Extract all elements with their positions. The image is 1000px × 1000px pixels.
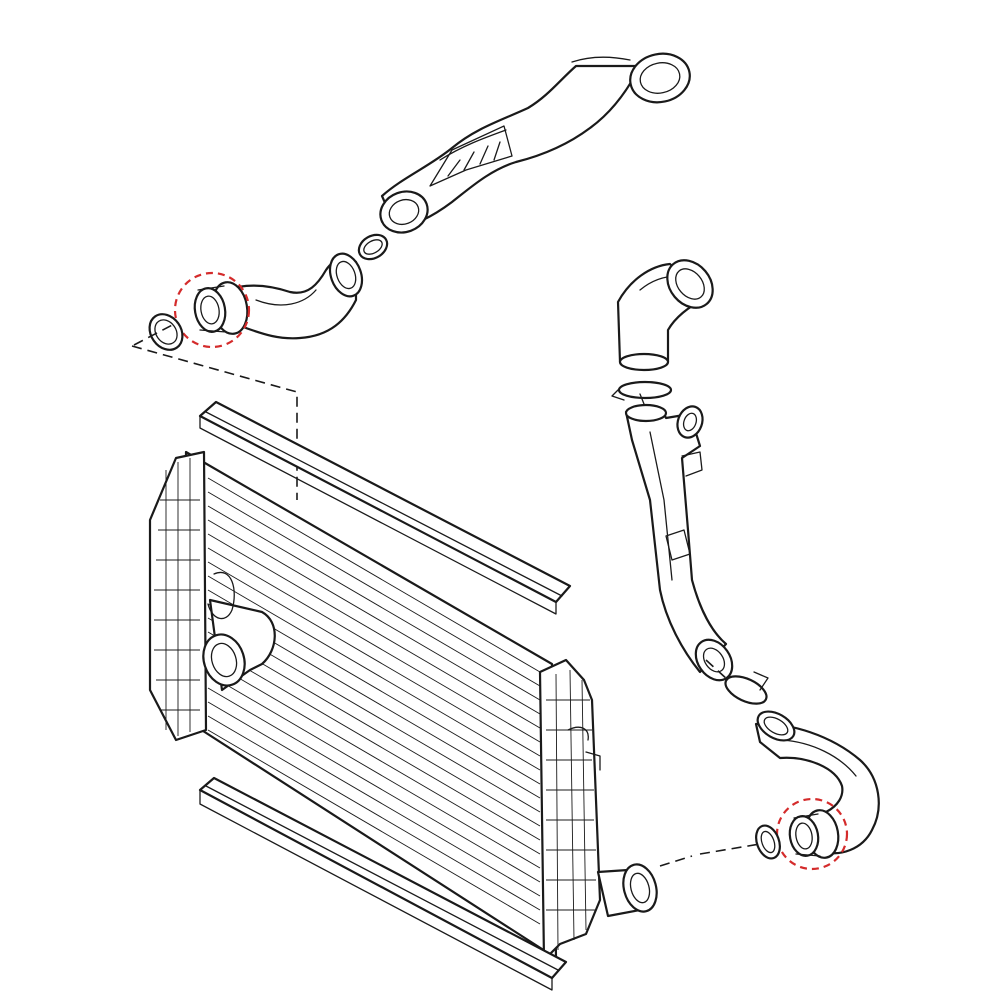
upper-hose-outlet-connector[interactable] <box>191 279 251 336</box>
leader-line-lower-clamp <box>705 659 729 681</box>
lower-hose-clamp[interactable] <box>721 671 770 710</box>
upper-o-ring[interactable] <box>143 308 189 356</box>
upper-charge-pipe[interactable] <box>375 48 695 239</box>
intercooler[interactable] <box>148 400 662 991</box>
upper-small-o-ring[interactable] <box>355 230 392 264</box>
lower-elbow[interactable] <box>616 251 722 372</box>
lower-hose[interactable] <box>753 706 880 855</box>
lower-o-ring[interactable] <box>752 822 784 861</box>
lower-charge-pipe[interactable] <box>624 403 740 687</box>
upper-hose[interactable] <box>224 249 368 340</box>
lower-hose-outlet-connector[interactable] <box>787 808 842 861</box>
leader-line-lower <box>659 843 761 867</box>
upper-hose-clamp[interactable] <box>611 380 673 405</box>
upper-highlight-ring <box>173 271 251 349</box>
